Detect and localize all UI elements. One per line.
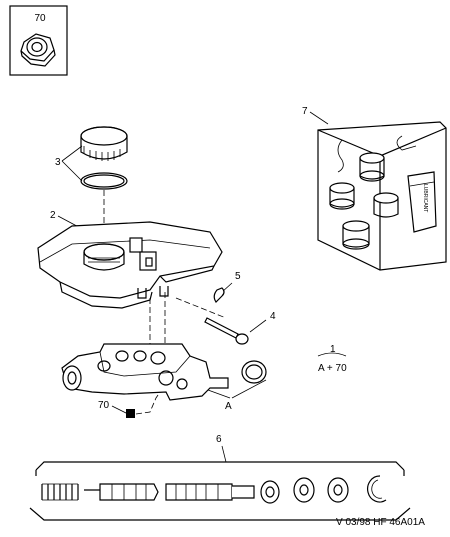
inset-callout-label: 70 — [34, 13, 46, 24]
callout-nut-label: 70 — [98, 400, 110, 411]
nut-icon — [20, 33, 56, 67]
cap-seal-ring — [80, 172, 128, 190]
pin-icon — [204, 317, 249, 345]
reference-a-label: A — [225, 401, 232, 412]
formula-note: 1 A + 70 — [317, 344, 347, 374]
master-cylinder-icon — [61, 343, 229, 401]
callout-clip-label: 5 — [235, 271, 241, 282]
seal-kit-tray-icon — [29, 461, 411, 521]
note-formula: A + 70 — [318, 363, 347, 374]
reservoir-icon — [37, 221, 223, 309]
nut-inset: 70 — [9, 5, 68, 76]
o-ring-icon — [241, 360, 267, 384]
reservoir-cap-icon — [80, 126, 128, 161]
tightening-square-icon — [126, 409, 135, 418]
callout-seal-kit-label: 6 — [216, 434, 222, 445]
repair-kit-box-icon: LUBRICANT — [317, 121, 447, 271]
callout-repair-kit-label: 7 — [302, 106, 308, 117]
footer-reference: V 03/98 HF 46A01A — [336, 517, 425, 528]
callout-cap-label: 3 — [55, 157, 61, 168]
clip-icon — [213, 287, 225, 303]
lubricant-label: LUBRICANT — [422, 184, 428, 212]
callout-pin-label: 4 — [270, 311, 276, 322]
note-number: 1 — [330, 344, 336, 355]
callout-reservoir-label: 2 — [50, 210, 56, 221]
